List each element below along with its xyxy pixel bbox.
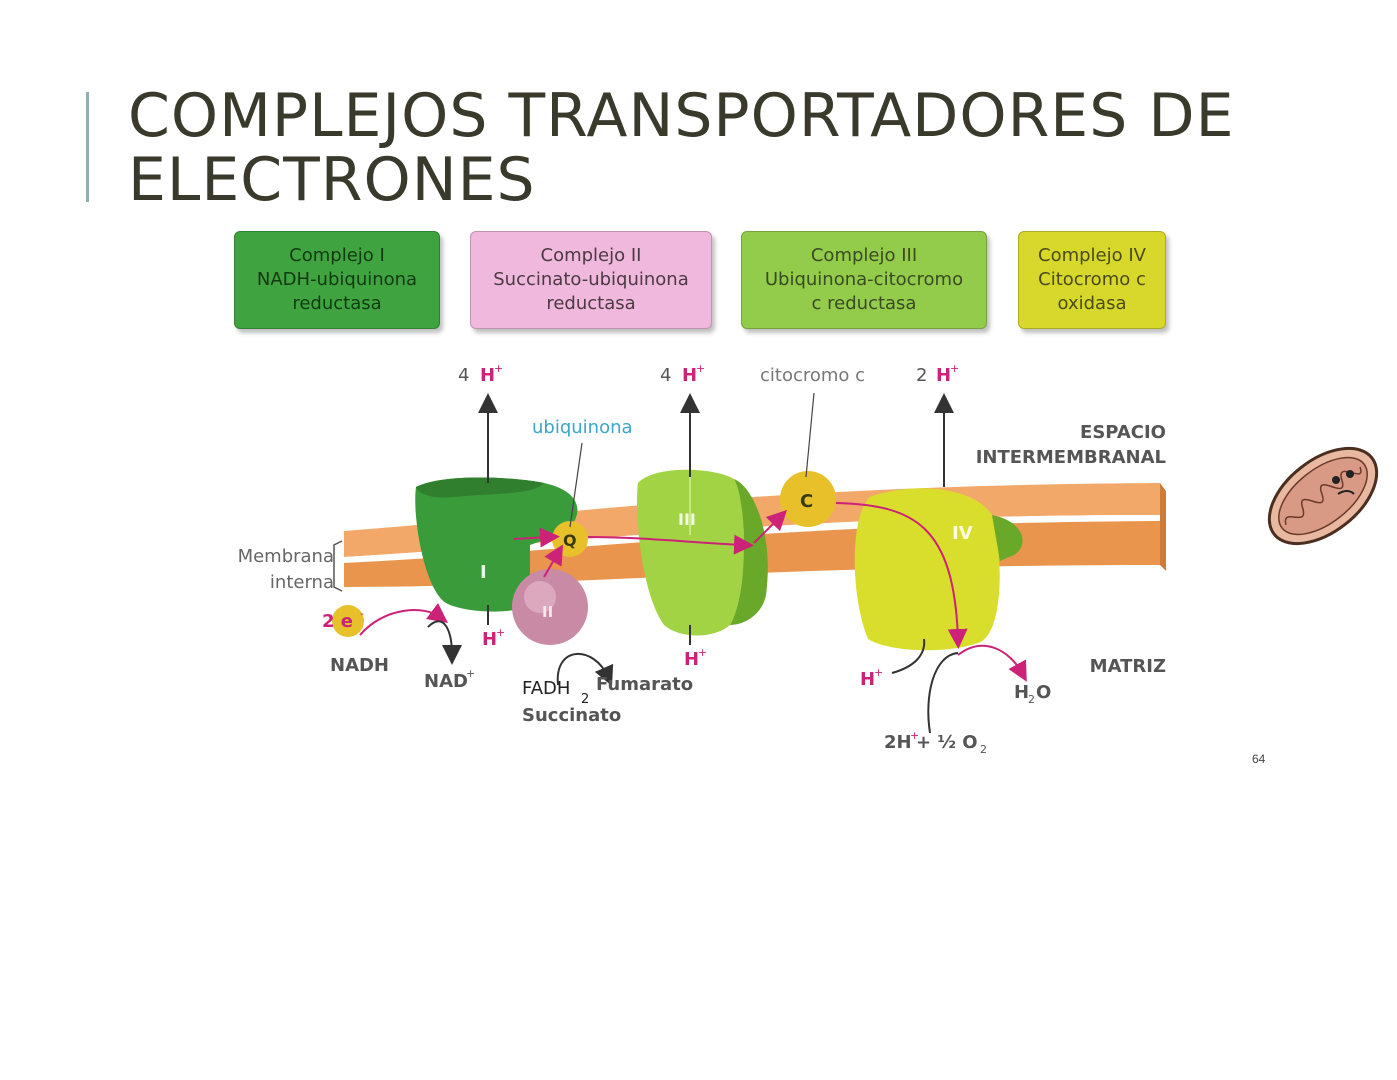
complex-ii-highlight	[524, 581, 556, 613]
matrix-label: MATRIZ	[1090, 656, 1166, 677]
nad-arrow	[427, 620, 462, 665]
complex-iii-shape	[637, 469, 768, 636]
succinate-label: Succinato	[522, 705, 621, 726]
title-accent-bar	[86, 92, 89, 202]
proton-i-below-charge: +	[496, 626, 505, 639]
complex-iii-box: Complejo III Ubiquinona-citocromo c redu…	[741, 231, 987, 329]
pump-i-charge: +	[494, 362, 503, 375]
intermembrane-space-label-1: ESPACIO	[1080, 422, 1166, 443]
proton-iv-curve	[891, 638, 926, 674]
complex-ii-numeral: II	[542, 603, 553, 621]
electron-transport-diagram: Complejo I NADH-ubiquinona reductasa Com…	[214, 215, 1184, 760]
ubiquinone-pointer	[569, 442, 583, 528]
pump-iv-proton: H	[936, 365, 951, 386]
page-number: 64	[1252, 752, 1266, 766]
membrane-label-2: interna	[270, 572, 334, 593]
complex-iv-shape	[854, 488, 1023, 651]
electron-path-iii-c	[753, 509, 788, 544]
electron-ball	[332, 605, 364, 637]
pump-iv-charge: +	[950, 362, 959, 375]
slide-title-line-2: ELECTRONES	[128, 145, 536, 215]
electron-path-i-q	[513, 527, 560, 548]
q-letter: Q	[563, 531, 577, 550]
oxygen-reaction-rest: + ½ O	[916, 732, 978, 753]
pump-i-count: 4	[458, 365, 469, 386]
membrane-illustration: 4 H + 4 H + citocromo c 2 H + ubiquinona…	[238, 362, 1166, 756]
cytochrome-pointer	[805, 392, 815, 478]
complex-iii-name: Ubiquinona-citocromo	[764, 269, 964, 290]
electron-path-ii-q	[543, 544, 564, 578]
slide-title-line-1: COMPLEJOS TRANSPORTADORES DE	[128, 81, 1235, 151]
pump-iii-proton: H	[682, 365, 697, 386]
complex-iii-name-2: c reductasa	[811, 293, 917, 314]
intermembrane-space-label-2: INTERMEMBRANAL	[976, 447, 1166, 468]
complex-i-numeral: I	[480, 562, 487, 583]
water-o: O	[1036, 682, 1051, 703]
membrane-label-1: Membrana	[238, 546, 334, 567]
fadh2-label: FADH	[522, 678, 570, 699]
proton-iii-below-charge: +	[698, 646, 707, 659]
complex-iv-name-2: oxidasa	[1057, 293, 1127, 314]
c-letter: C	[800, 491, 813, 512]
fumarate-label: Fumarato	[596, 674, 693, 695]
complex-iv-title: Complejo IV	[1038, 245, 1146, 266]
complex-iii-title: Complejo III	[810, 245, 918, 266]
oxygen-reaction-label: 2H	[884, 732, 912, 753]
oxygen-reaction-charge: +	[910, 729, 919, 742]
complex-i-name-2: reductasa	[292, 293, 382, 314]
electrons-charge: -	[360, 607, 364, 620]
ubiquinone-label: ubiquinona	[532, 417, 633, 438]
electron-path-water	[957, 644, 1027, 682]
fadh2-subscript: 2	[581, 692, 589, 707]
cytochrome-c-label: citocromo c	[760, 365, 865, 386]
mitochondrion-cartoon	[1267, 446, 1379, 546]
complex-i-title: Complejo I	[289, 245, 385, 266]
water-label: H	[1014, 682, 1029, 703]
slide-title: COMPLEJOS TRANSPORTADORES DE ELECTRONES	[128, 84, 1234, 212]
complex-i-shape	[415, 477, 578, 612]
nad-charge: +	[466, 667, 475, 680]
complex-ii-name-2: reductasa	[546, 293, 636, 314]
membrane-bracket	[333, 540, 343, 592]
complex-iv-name: Citocromo c	[1038, 269, 1146, 290]
electron-path-c-iv	[835, 502, 968, 649]
complex-iv-box: Complejo IV Citocromo c oxidasa	[1018, 231, 1166, 329]
nad-label: NAD	[424, 671, 468, 692]
complex-iv-numeral: IV	[952, 523, 973, 544]
pump-iii-count: 4	[660, 365, 671, 386]
proton-i-below: H	[482, 629, 497, 650]
proton-iv-below: H	[860, 669, 875, 690]
complex-ii-title: Complejo II	[540, 245, 642, 266]
electrons-label: 2 e	[322, 611, 353, 632]
complex-iii-numeral: III	[678, 510, 696, 529]
complex-ii-box: Complejo II Succinato-ubiquinona reducta…	[470, 231, 712, 329]
fumarate-arrow	[556, 652, 614, 687]
electron-path-nadh	[359, 603, 449, 636]
proton-iii-below: H	[684, 649, 699, 670]
electron-path-q-iii	[587, 534, 754, 555]
oxygen-curve	[927, 652, 959, 734]
water-subscript: 2	[1028, 693, 1035, 706]
complex-i-name: NADH-ubiquinona	[256, 269, 418, 290]
pump-iv-count: 2	[916, 365, 927, 386]
complex-ii-name: Succinato-ubiquinona	[493, 269, 689, 290]
proton-iv-below-charge: +	[874, 666, 883, 679]
nadh-label: NADH	[330, 655, 389, 676]
oxygen-subscript: 2	[980, 743, 987, 756]
pump-iii-charge: +	[696, 362, 705, 375]
complex-i-box: Complejo I NADH-ubiquinona reductasa	[234, 231, 440, 329]
pump-i-proton: H	[480, 365, 495, 386]
cytochrome-c	[780, 471, 836, 527]
